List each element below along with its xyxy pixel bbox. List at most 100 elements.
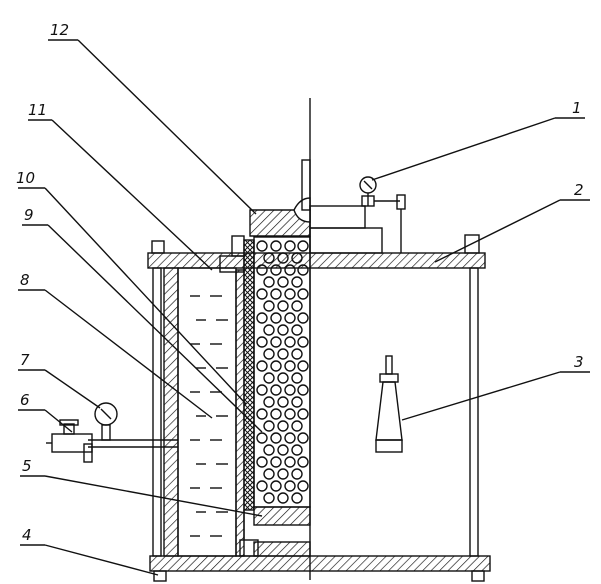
granule: [277, 444, 289, 456]
granule: [256, 264, 268, 276]
granule: [277, 324, 289, 336]
tie-rod-right: [469, 267, 479, 557]
granule: [256, 456, 268, 468]
granule: [270, 240, 282, 252]
granule: [270, 336, 282, 348]
granule: [256, 288, 268, 300]
clamp: [219, 235, 245, 273]
granule: [297, 432, 309, 444]
granule: [297, 480, 309, 492]
granule: [284, 312, 296, 324]
top-plate: [147, 234, 486, 269]
mesh-screen: [243, 239, 255, 511]
callout-5: 5: [22, 457, 32, 475]
granule: [263, 492, 275, 504]
granule: [291, 300, 303, 312]
granule: [256, 480, 268, 492]
granule: [277, 252, 289, 264]
granule: [291, 276, 303, 288]
bottom-plate: [149, 555, 491, 582]
callout-1: 1: [572, 99, 582, 117]
granule: [297, 240, 309, 252]
callout-2: 2: [574, 181, 584, 199]
gauge-top: [359, 176, 406, 253]
granule: [270, 480, 282, 492]
granule: [277, 276, 289, 288]
granule: [270, 432, 282, 444]
granule: [277, 396, 289, 408]
granule: [284, 432, 296, 444]
granule: [284, 336, 296, 348]
water-reservoir: [177, 267, 237, 557]
granule: [263, 300, 275, 312]
granule: [284, 360, 296, 372]
granule: [291, 444, 303, 456]
granule: [297, 264, 309, 276]
outer-wall: [163, 267, 179, 557]
callout-3: 3: [574, 353, 584, 371]
granule: [263, 444, 275, 456]
granule: [284, 288, 296, 300]
granule: [284, 240, 296, 252]
granule: [284, 408, 296, 420]
leader-lines: [18, 39, 590, 576]
granule: [291, 372, 303, 384]
funnel-probe: [375, 355, 403, 453]
callout-8: 8: [20, 271, 30, 289]
callout-6: 6: [20, 391, 30, 409]
granule: [277, 300, 289, 312]
callout-10: 10: [16, 169, 35, 187]
granule: [291, 468, 303, 480]
granule: [297, 312, 309, 324]
granule: [291, 348, 303, 360]
granule: [270, 360, 282, 372]
granule: [270, 456, 282, 468]
granule: [263, 348, 275, 360]
granule: [256, 384, 268, 396]
callout-4: 4: [22, 526, 32, 544]
granule: [263, 396, 275, 408]
granule: [291, 396, 303, 408]
lower-block: [239, 506, 311, 557]
granule: [256, 336, 268, 348]
granule: [256, 312, 268, 324]
granule: [263, 324, 275, 336]
granule: [263, 372, 275, 384]
granule: [284, 264, 296, 276]
gauge-side: [94, 402, 118, 441]
granule: [277, 468, 289, 480]
granule: [277, 420, 289, 432]
granule: [297, 336, 309, 348]
granule: [270, 408, 282, 420]
granule: [297, 360, 309, 372]
granule: [284, 384, 296, 396]
granule: [297, 408, 309, 420]
granule: [277, 348, 289, 360]
top-cap: [249, 159, 383, 254]
granule: [291, 420, 303, 432]
callout-7: 7: [20, 351, 30, 369]
granule: [270, 264, 282, 276]
granule: [284, 456, 296, 468]
granule: [256, 432, 268, 444]
granule: [291, 252, 303, 264]
granule: [284, 480, 296, 492]
callout-12: 12: [50, 21, 69, 39]
granule: [270, 312, 282, 324]
granule: [297, 384, 309, 396]
granule: [270, 288, 282, 300]
granule: [291, 324, 303, 336]
granule: [270, 384, 282, 396]
callout-11: 11: [28, 101, 47, 119]
callout-9: 9: [24, 206, 34, 224]
granule: [256, 408, 268, 420]
valve: [46, 419, 93, 463]
granular-fill: [253, 236, 311, 508]
granule: [277, 372, 289, 384]
granule: [263, 468, 275, 480]
granule: [297, 288, 309, 300]
granule: [263, 420, 275, 432]
granule: [291, 492, 303, 504]
